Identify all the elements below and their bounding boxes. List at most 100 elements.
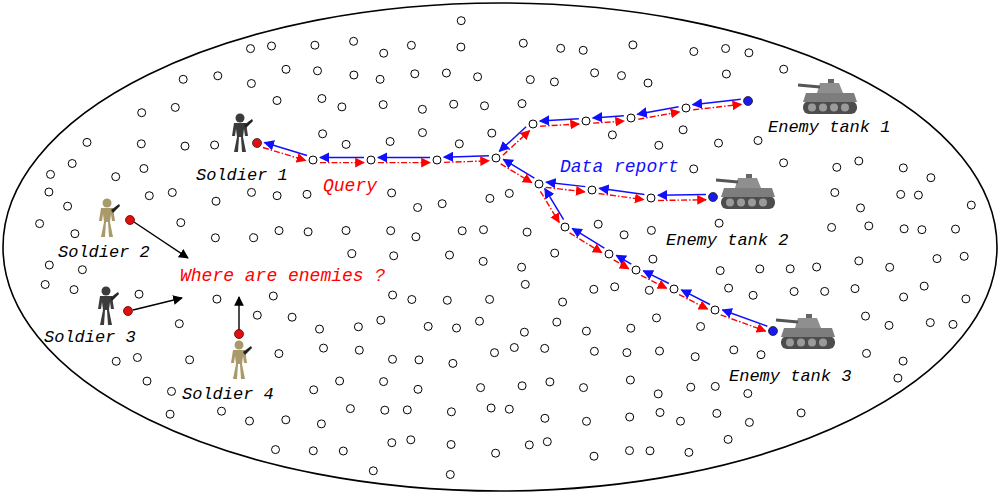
- field-ellipse: [3, 3, 997, 491]
- sensor-node: [656, 347, 664, 355]
- sensor-node: [138, 109, 146, 117]
- sensor-node: [679, 126, 687, 134]
- report-arrow: [546, 182, 585, 186]
- sensor-node: [711, 382, 719, 390]
- query-arrow: [501, 164, 532, 183]
- report-arrow: [599, 188, 644, 194]
- tank-label: Enemy tank 1: [768, 118, 890, 138]
- sensor-node: [654, 390, 662, 398]
- report-arrow: [444, 156, 489, 158]
- query-label: Query: [323, 176, 377, 196]
- sensor-node: [626, 376, 634, 384]
- sensor-node: [211, 234, 219, 242]
- sensor-node: [620, 231, 628, 239]
- sensor-node: [453, 324, 461, 332]
- sensor-node: [288, 313, 296, 321]
- sensor-node: [304, 228, 312, 236]
- query-arrow: [133, 298, 182, 310]
- query-arrow: [546, 187, 585, 191]
- sensor-node: [583, 417, 591, 425]
- sensor-node: [458, 227, 466, 235]
- sensor-node: [920, 282, 928, 290]
- sensor-node: [381, 406, 389, 414]
- sensor-node: [317, 420, 325, 428]
- sensor-node: [273, 192, 281, 200]
- routes: [253, 97, 778, 336]
- sensor-node: [476, 317, 484, 325]
- query-arrow: [638, 112, 679, 119]
- sensor-node: [899, 164, 907, 172]
- sensor-node: [863, 349, 871, 357]
- sensor-node: [218, 407, 226, 415]
- sensor-node: [342, 140, 350, 148]
- sensor-node: [145, 192, 153, 200]
- query-arrow: [540, 124, 579, 126]
- sensor-node: [519, 39, 527, 47]
- sensor-node: [790, 288, 798, 296]
- sensor-node: [722, 45, 730, 53]
- sensor-node: [64, 202, 72, 210]
- sensor-node: [933, 255, 941, 263]
- tank-label: Enemy tank 2: [666, 231, 788, 251]
- sensor-node: [716, 267, 724, 275]
- sensor-node: [179, 75, 187, 83]
- sensor-node: [348, 250, 356, 258]
- sensor-field: [36, 17, 976, 479]
- sensor-node: [523, 228, 531, 236]
- sensor-node: [186, 356, 194, 364]
- sensor-node: [177, 219, 185, 227]
- sensor-node: [354, 323, 362, 331]
- sensor-node: [960, 252, 968, 260]
- sensor-node: [627, 114, 635, 122]
- sensor-node: [687, 383, 695, 391]
- sensor-node: [520, 328, 528, 336]
- query-arrow: [238, 297, 239, 330]
- sensor-node: [480, 226, 488, 234]
- sensor-node: [780, 65, 788, 73]
- soldier-dot: [126, 216, 135, 225]
- sensor-node: [479, 257, 487, 265]
- query-arrow: [593, 121, 624, 123]
- sensor-node: [952, 225, 960, 233]
- sensor-node: [645, 286, 653, 294]
- sensor-node: [442, 69, 450, 77]
- sensor-node: [488, 129, 496, 137]
- end-node: [253, 139, 262, 148]
- sensor-node: [455, 140, 463, 148]
- end-node: [709, 193, 718, 202]
- sensor-node: [181, 142, 189, 150]
- sensor-node: [618, 72, 626, 80]
- sensor-node: [745, 49, 753, 57]
- sensor-node: [518, 100, 526, 108]
- sensor-node: [433, 156, 441, 164]
- sensor-node: [369, 467, 377, 475]
- sensor-node: [443, 296, 451, 304]
- sensor-node: [505, 189, 513, 197]
- sensor-node: [47, 170, 55, 178]
- sensor-node: [725, 284, 733, 292]
- sensor-node: [339, 447, 347, 455]
- sensor-node: [899, 357, 907, 365]
- sensor-node: [214, 72, 222, 80]
- query-arrow: [378, 162, 430, 163]
- sensor-node: [685, 448, 693, 456]
- report-arrow: [658, 194, 706, 196]
- sensor-node: [213, 295, 221, 303]
- sensor-node: [415, 356, 423, 364]
- sensor-node: [474, 73, 482, 81]
- query-arrow: [721, 315, 766, 331]
- sensor-node: [715, 139, 723, 147]
- question-label: Where are enemies ?: [180, 266, 385, 286]
- sensor-node: [677, 417, 685, 425]
- sensor-node: [546, 378, 554, 386]
- sensor-node: [45, 188, 53, 196]
- sensor-node: [647, 226, 655, 234]
- sensor-node: [594, 220, 602, 228]
- sensor-node: [253, 311, 261, 319]
- sensor-node: [314, 67, 322, 75]
- sensor-node: [828, 223, 836, 231]
- sensor-node: [380, 49, 388, 57]
- sensor-node: [247, 80, 255, 88]
- sensor-node: [45, 261, 53, 269]
- sensor-node: [851, 285, 859, 293]
